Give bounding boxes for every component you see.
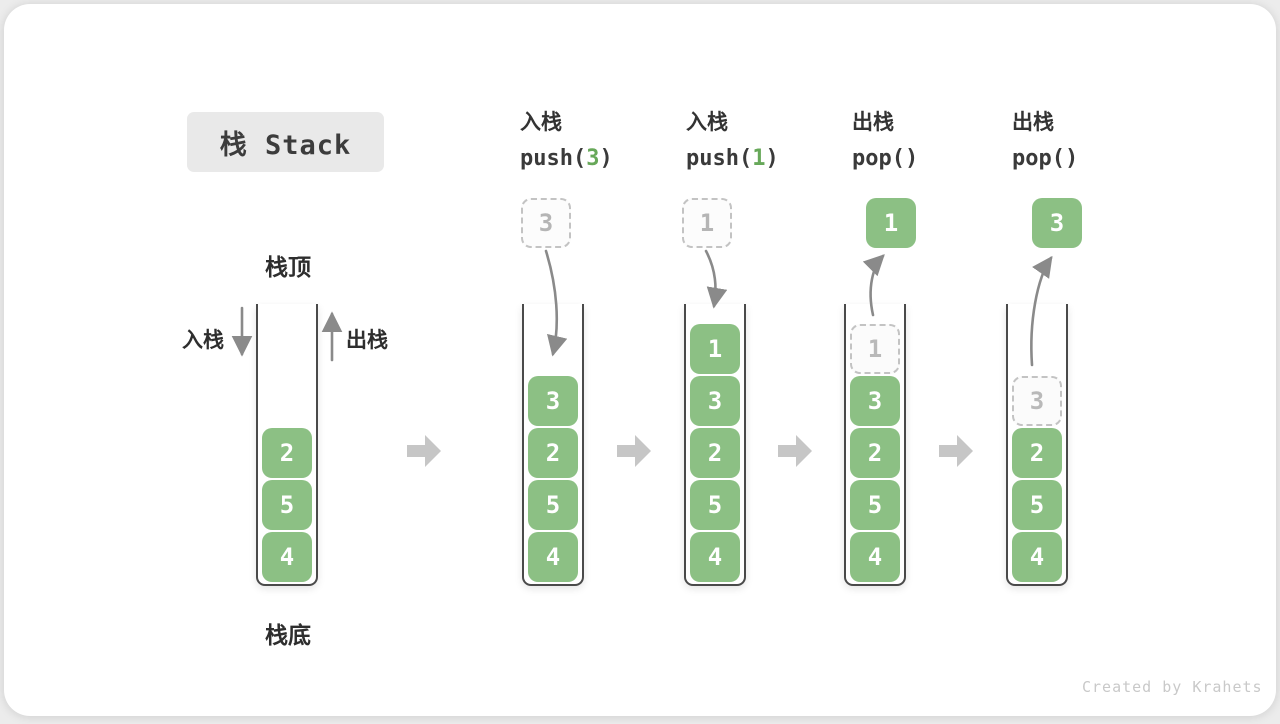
- op-code: pop(): [1012, 146, 1079, 171]
- op-code-arg: 1: [752, 146, 766, 171]
- ghost-cell: 1: [850, 324, 900, 374]
- stack-bottom-label: 栈底: [265, 622, 311, 648]
- stack-cell: 2: [1012, 428, 1062, 478]
- stack-container-1: 2 5 4: [256, 304, 318, 586]
- stack-cell: 4: [850, 532, 900, 582]
- push-curve-arrow: [704, 249, 728, 309]
- watermark: Created by Krahets: [1082, 678, 1263, 696]
- stack-cell: 5: [262, 480, 312, 530]
- stack-cell: 5: [528, 480, 578, 530]
- op-action: 出栈: [852, 111, 894, 134]
- transition-arrow: [407, 435, 441, 467]
- op-action: 入栈: [686, 111, 728, 134]
- stack-cell: 5: [690, 480, 740, 530]
- title-label: 栈 Stack: [219, 129, 352, 161]
- popped-value-box: 3: [1032, 198, 1082, 248]
- stack-cell: 4: [528, 532, 578, 582]
- stack-cell: 2: [528, 428, 578, 478]
- incoming-value-box: 3: [521, 198, 571, 248]
- transition-arrow: [778, 435, 812, 467]
- transition-arrow: [617, 435, 651, 467]
- stack-container-2: 3 2 5 4: [522, 304, 584, 586]
- op-code: pop(): [852, 146, 919, 171]
- stack-container-3: 1 3 2 5 4: [684, 304, 746, 586]
- stack-cell: 3: [690, 376, 740, 426]
- stack-container-5: 3 2 5 4: [1006, 304, 1068, 586]
- op-action: 出栈: [1012, 111, 1054, 134]
- title-badge: 栈 Stack: [187, 112, 384, 172]
- op-label-pop-1: 出栈 pop(): [852, 106, 918, 174]
- incoming-value-box: 1: [682, 198, 732, 248]
- popped-value-box: 1: [866, 198, 916, 248]
- transition-arrow: [939, 435, 973, 467]
- stack-cell: 5: [1012, 480, 1062, 530]
- op-label-pop-3: 出栈 pop(): [1012, 106, 1078, 174]
- op-action: 入栈: [520, 111, 562, 134]
- pop-direction-label: 出栈: [346, 329, 388, 352]
- op-code: push(1): [686, 146, 779, 171]
- stack-top-label: 栈顶: [265, 254, 311, 280]
- stack-container-4: 1 3 2 5 4: [844, 304, 906, 586]
- stack-cell: 2: [850, 428, 900, 478]
- stack-cell: 2: [690, 428, 740, 478]
- op-code: push(3): [520, 146, 613, 171]
- ghost-cell: 3: [1012, 376, 1062, 426]
- stack-cell: 4: [262, 532, 312, 582]
- stack-cell: 4: [690, 532, 740, 582]
- stack-cell: 3: [850, 376, 900, 426]
- op-label-push-1: 入栈 push(1): [686, 106, 779, 174]
- diagram-canvas: 栈 Stack 入栈 push(3) 入栈 push(1) 出栈 pop() 出…: [4, 4, 1276, 716]
- stack-cell: 2: [262, 428, 312, 478]
- op-code-arg: 3: [586, 146, 600, 171]
- stack-cell: 3: [528, 376, 578, 426]
- stack-cell: 1: [690, 324, 740, 374]
- push-direction-label: 入栈: [182, 329, 224, 352]
- stack-cell: 5: [850, 480, 900, 530]
- op-label-push-3: 入栈 push(3): [520, 106, 613, 174]
- stack-cell: 4: [1012, 532, 1062, 582]
